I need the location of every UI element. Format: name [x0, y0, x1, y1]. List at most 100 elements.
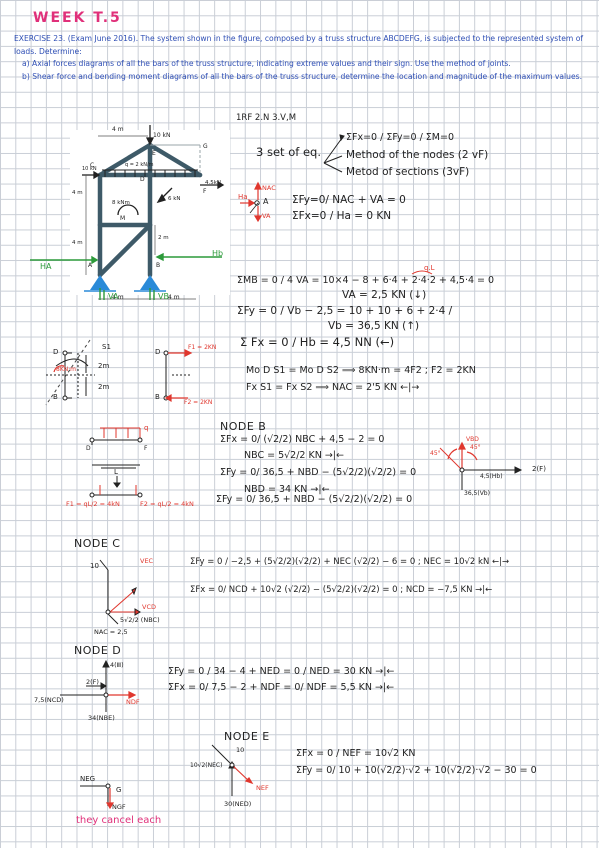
note-eq-vb: Vb = 36,5 KN (↑): [328, 320, 420, 332]
note-beam-l: L: [114, 468, 118, 476]
note-e-ned: 30(NED): [224, 800, 252, 808]
week-title: WEEK T.5: [33, 10, 122, 26]
note-eq-mo: Mo D S1 = Mo D S2 ⟹ 8KN·m = 4F2 ; F2 = 2…: [246, 365, 476, 376]
note-b-label-2: B: [155, 393, 160, 401]
note-three-set: 3 set of eq.: [256, 145, 321, 159]
fig-dim-4m-left2: 4 m: [72, 240, 83, 246]
fig-load-6kn: 6 kN: [168, 196, 181, 202]
note-nbc-c: 5√2/2 (NBC): [120, 616, 160, 624]
note-nac-label: NAC: [262, 184, 276, 192]
fig-dim-4m-bottom2: 4 m: [168, 294, 180, 301]
note-dim-2m-a: 2m: [98, 362, 110, 370]
note-two-label: 2(F): [532, 465, 546, 473]
note-f2-label: F2 = 2KN: [184, 399, 213, 406]
note-beam-q: q: [144, 424, 149, 432]
note-a-label: A: [263, 197, 269, 206]
note-eq-nc2: ΣFx = 0/ NCD + 10√2 (√2/2) − (5√2/2)(√2/…: [190, 585, 493, 595]
note-vbd-label: VBD: [466, 436, 479, 443]
fig-moment-8knm: 8 kNm: [112, 200, 130, 206]
note-beam-f: F: [144, 445, 148, 452]
note-e-nec: 10√2(NEC): [190, 762, 223, 769]
note-b-label: B: [53, 393, 58, 401]
note-eq-fx: Σ Fx = 0 / Hb = 4,5 NN (←): [240, 335, 395, 349]
note-cancel: they cancel each: [76, 815, 162, 826]
fig-dim-2m: 2 m: [158, 235, 169, 241]
note-eq-nd1: ΣFy = 0 / 34 − 4 + NED = 0 / NED = 30 KN…: [168, 666, 395, 677]
note-m-label: 8KN·m: [56, 366, 76, 373]
note-eq-ne1: ΣFx = 0 / NEF = 10√2 KN: [296, 748, 416, 759]
fig-va: VA: [108, 292, 119, 301]
fig-node-g: G: [203, 143, 208, 150]
note-d2: 2(F): [86, 678, 99, 686]
note-va-label: VA: [262, 212, 271, 220]
note-nac-c: NAC = 2,5: [94, 628, 128, 636]
statement-intro: EXERCISE 23. (Exam June 2016). The syste…: [14, 34, 584, 56]
note-ndf: NDF: [126, 698, 140, 706]
note-g-neg: NEG: [80, 775, 96, 783]
fig-node-b: B: [156, 262, 161, 269]
note-g-label: G: [116, 786, 122, 794]
note-s1-label: S1: [102, 343, 111, 351]
exercise-statement: EXERCISE 23. (Exam June 2016). The syste…: [14, 33, 589, 83]
note-eq-nbc: NBC = 5√2/2 KN →|←: [244, 450, 344, 461]
note-c10: 10: [90, 562, 99, 570]
note-eq-va: VA = 2,5 KN (↓): [342, 289, 427, 301]
fig-dim-4m-bottom1: 4 m: [112, 294, 124, 301]
note-dim-2m-b: 2m: [98, 383, 110, 391]
note-eq-global: ΣFx=0 / ΣFy=0 / ΣM=0: [346, 132, 454, 143]
note-eq-nbd-fy: ΣFy = 0/ 36,5 + NBD − (5√2/2)(√2/2) = 0: [216, 494, 413, 505]
fig-vb: VB: [158, 292, 169, 301]
note-ha-label: Ha: [238, 193, 248, 201]
node-c-title: NODE C: [74, 537, 121, 550]
fig-node-e: E: [152, 150, 156, 157]
note-vcd: VCD: [142, 603, 156, 611]
note-eq-nd2: ΣFx = 0/ 7,5 − 2 + NDF = 0/ NDF = 5,5 KN…: [168, 682, 395, 693]
note-ang45b: 45°: [470, 444, 481, 451]
fig-ha: HA: [40, 262, 52, 271]
note-ql-label: q.L: [424, 264, 435, 272]
note-d-label-2: D: [155, 348, 161, 356]
note-g-ngf: NGF: [112, 803, 126, 811]
note-method-nodes: Method of the nodes (2 vF): [346, 149, 489, 161]
fig-dist-load: q = 2 kN/m: [125, 162, 154, 168]
note-e10: 10: [236, 746, 245, 754]
note-vb-label: 36,5(Vb): [464, 490, 490, 497]
node-e-title: NODE E: [224, 730, 270, 743]
note-d-label: D: [53, 348, 59, 356]
note-eq-nb2: ΣFy = 0/ 36,5 + NBD − (5√2/2)(√2/2) = 0: [220, 467, 417, 478]
note-eq-fy: ΣFy = 0 / Vb − 2,5 = 10 + 10 + 6 + 2·4 /: [237, 305, 453, 317]
note-d34: 34(NBE): [88, 714, 115, 722]
fig-node-a: A: [88, 262, 93, 269]
fig-node-m: M: [120, 215, 126, 222]
note-eq-nbd: NBD = 34 KN →|←: [244, 484, 330, 495]
note-hb-label: 4,5(Hb): [480, 473, 503, 480]
fig-node-c: C: [90, 162, 95, 169]
note-vec: VEC: [140, 557, 154, 565]
note-beam-eq-right: F2 = qL/2 = 4kN: [140, 500, 194, 508]
fig-load-45kn: 4.5kN: [205, 180, 222, 186]
note-eq-nb1: ΣFx = 0/ (√2/2) NBC + 4,5 − 2 = 0: [220, 434, 385, 445]
node-b-title: NODE B: [220, 420, 267, 433]
note-list-top: 1RF 2.N 3.V,M: [236, 113, 297, 123]
note-f1-label: F1 = 2KN: [188, 344, 217, 351]
note-eq-fx-s: Fx S1 = Fx S2 ⟹ NAC = 2'5 KN ←|→: [246, 382, 420, 393]
note-eq-ne2: ΣFy = 0/ 10 + 10(√2/2)·√2 + 10(√2/2)·√2 …: [296, 765, 537, 776]
note-method-sections: Metod of sections (3vF): [346, 166, 470, 178]
fig-load-10kn-top: 10 kN: [153, 132, 171, 139]
note-eq-mb: ΣMB = 0 / 4 VA = 10×4 − 8 + 6·4 + 2·4·2 …: [237, 275, 495, 286]
note-d75: 7,5(NCD): [34, 696, 64, 704]
note-d4: 4(Ⅲ): [110, 661, 124, 669]
fig-load-10kn-left: 10 kN: [82, 166, 97, 172]
note-beam-d: D: [86, 445, 91, 452]
fig-hb: Hb: [212, 249, 224, 258]
note-beam-eq-left: F1 = qL/2 = 4kN: [66, 500, 120, 508]
statement-part-b: b) Shear force and bending moment diagra…: [22, 71, 583, 81]
fig-dim-4m-top: 4 m: [112, 126, 124, 133]
note-eq-nc1: ΣFy = 0 / −2,5 + (5√2/2)(√2/2) + NEC (√2…: [190, 557, 510, 567]
fig-node-d: D: [140, 176, 145, 183]
statement-part-a: a) Axial forces diagrams of all the bars…: [22, 59, 511, 68]
note-eq-a2: ΣFx=0 / Ha = 0 KN: [292, 210, 392, 222]
node-d-title: NODE D: [74, 644, 122, 657]
